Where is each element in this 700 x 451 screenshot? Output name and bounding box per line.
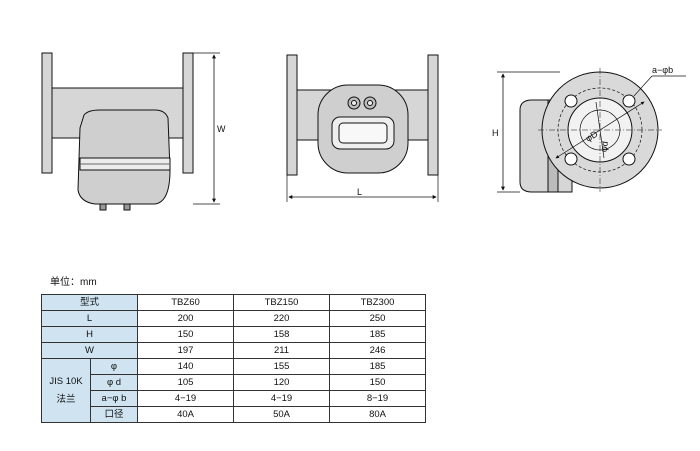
- cable-gland-right: [123, 203, 131, 211]
- right-flange: [182, 52, 194, 174]
- side-view: [41, 52, 220, 211]
- table-cell: 250: [329, 310, 427, 327]
- table-cell: 8−19: [329, 390, 427, 407]
- table-cell: 40A: [137, 406, 235, 423]
- converter-housing: [77, 109, 171, 205]
- header-label: 型式: [40, 294, 139, 311]
- table-cell: 211: [233, 342, 331, 359]
- unit-label: 单位：mm: [50, 277, 97, 288]
- table-cell: 120: [233, 374, 331, 391]
- bolt-label: a−φb: [652, 65, 673, 75]
- left-flange: [41, 52, 53, 174]
- table-cell: 158: [233, 326, 331, 343]
- bolt-hole-tr: [622, 94, 636, 108]
- row-label: L: [40, 310, 139, 327]
- table-row: 口径 40A 50A 80A: [42, 406, 427, 423]
- table-row: JIS 10K 法兰 φ 140 155 185: [41, 358, 427, 423]
- row-label: H: [40, 326, 139, 343]
- table-cell: 4−19: [233, 390, 331, 407]
- dimension-label-h: H: [492, 128, 499, 138]
- cable-gland-left: [99, 203, 107, 211]
- spec-table: 型式 TBZ60 TBZ150 TBZ300 L 200 220 250 H 1…: [40, 294, 427, 423]
- bolt-hole-bl: [564, 152, 578, 166]
- table-row: L 200 220 250: [40, 310, 427, 327]
- table-cell: 155: [233, 358, 331, 375]
- model-header: TBZ150: [233, 294, 331, 311]
- table-cell: 50A: [233, 406, 331, 423]
- table-header-row: 型式 TBZ60 TBZ150 TBZ300: [40, 294, 427, 311]
- table-cell: 105: [137, 374, 235, 391]
- table-cell: 197: [137, 342, 235, 359]
- front-view: [286, 54, 439, 202]
- technical-drawings: W L: [41, 52, 686, 211]
- bolt-hole-tl: [564, 94, 578, 108]
- table-row: a−φ b 4−19 4−19 8−19: [42, 390, 427, 407]
- end-view: [497, 68, 686, 193]
- row-label: W: [40, 342, 139, 359]
- table-cell: 200: [137, 310, 235, 327]
- table-cell: 140: [137, 358, 235, 375]
- table-cell: 185: [329, 326, 427, 343]
- table-row: H 150 158 185: [40, 326, 427, 343]
- table-row: φ d 105 120 150: [42, 374, 427, 391]
- group-label: JIS 10K 法兰: [41, 358, 91, 423]
- bolt-hole-br: [622, 152, 636, 166]
- table-cell: 220: [233, 310, 331, 327]
- front-right-flange: [427, 54, 439, 176]
- table-cell: 185: [329, 358, 427, 375]
- row-label: φ: [89, 358, 139, 375]
- table-row: W 197 211 246: [40, 342, 427, 359]
- model-header: TBZ300: [329, 294, 427, 311]
- row-label: φ d: [89, 374, 139, 391]
- table-cell: 150: [137, 326, 235, 343]
- row-label: a−φ b: [89, 390, 139, 407]
- table-cell: 80A: [329, 406, 427, 423]
- dimension-label-l: L: [357, 187, 362, 197]
- table-cell: 246: [329, 342, 427, 359]
- row-label: 口径: [89, 406, 139, 423]
- model-header: TBZ60: [137, 294, 235, 311]
- dimension-label-w: W: [217, 124, 226, 134]
- front-left-flange: [286, 54, 298, 176]
- phi-small-d-label: φd: [598, 141, 609, 153]
- table-cell: 150: [329, 374, 427, 391]
- table-cell: 4−19: [137, 390, 235, 407]
